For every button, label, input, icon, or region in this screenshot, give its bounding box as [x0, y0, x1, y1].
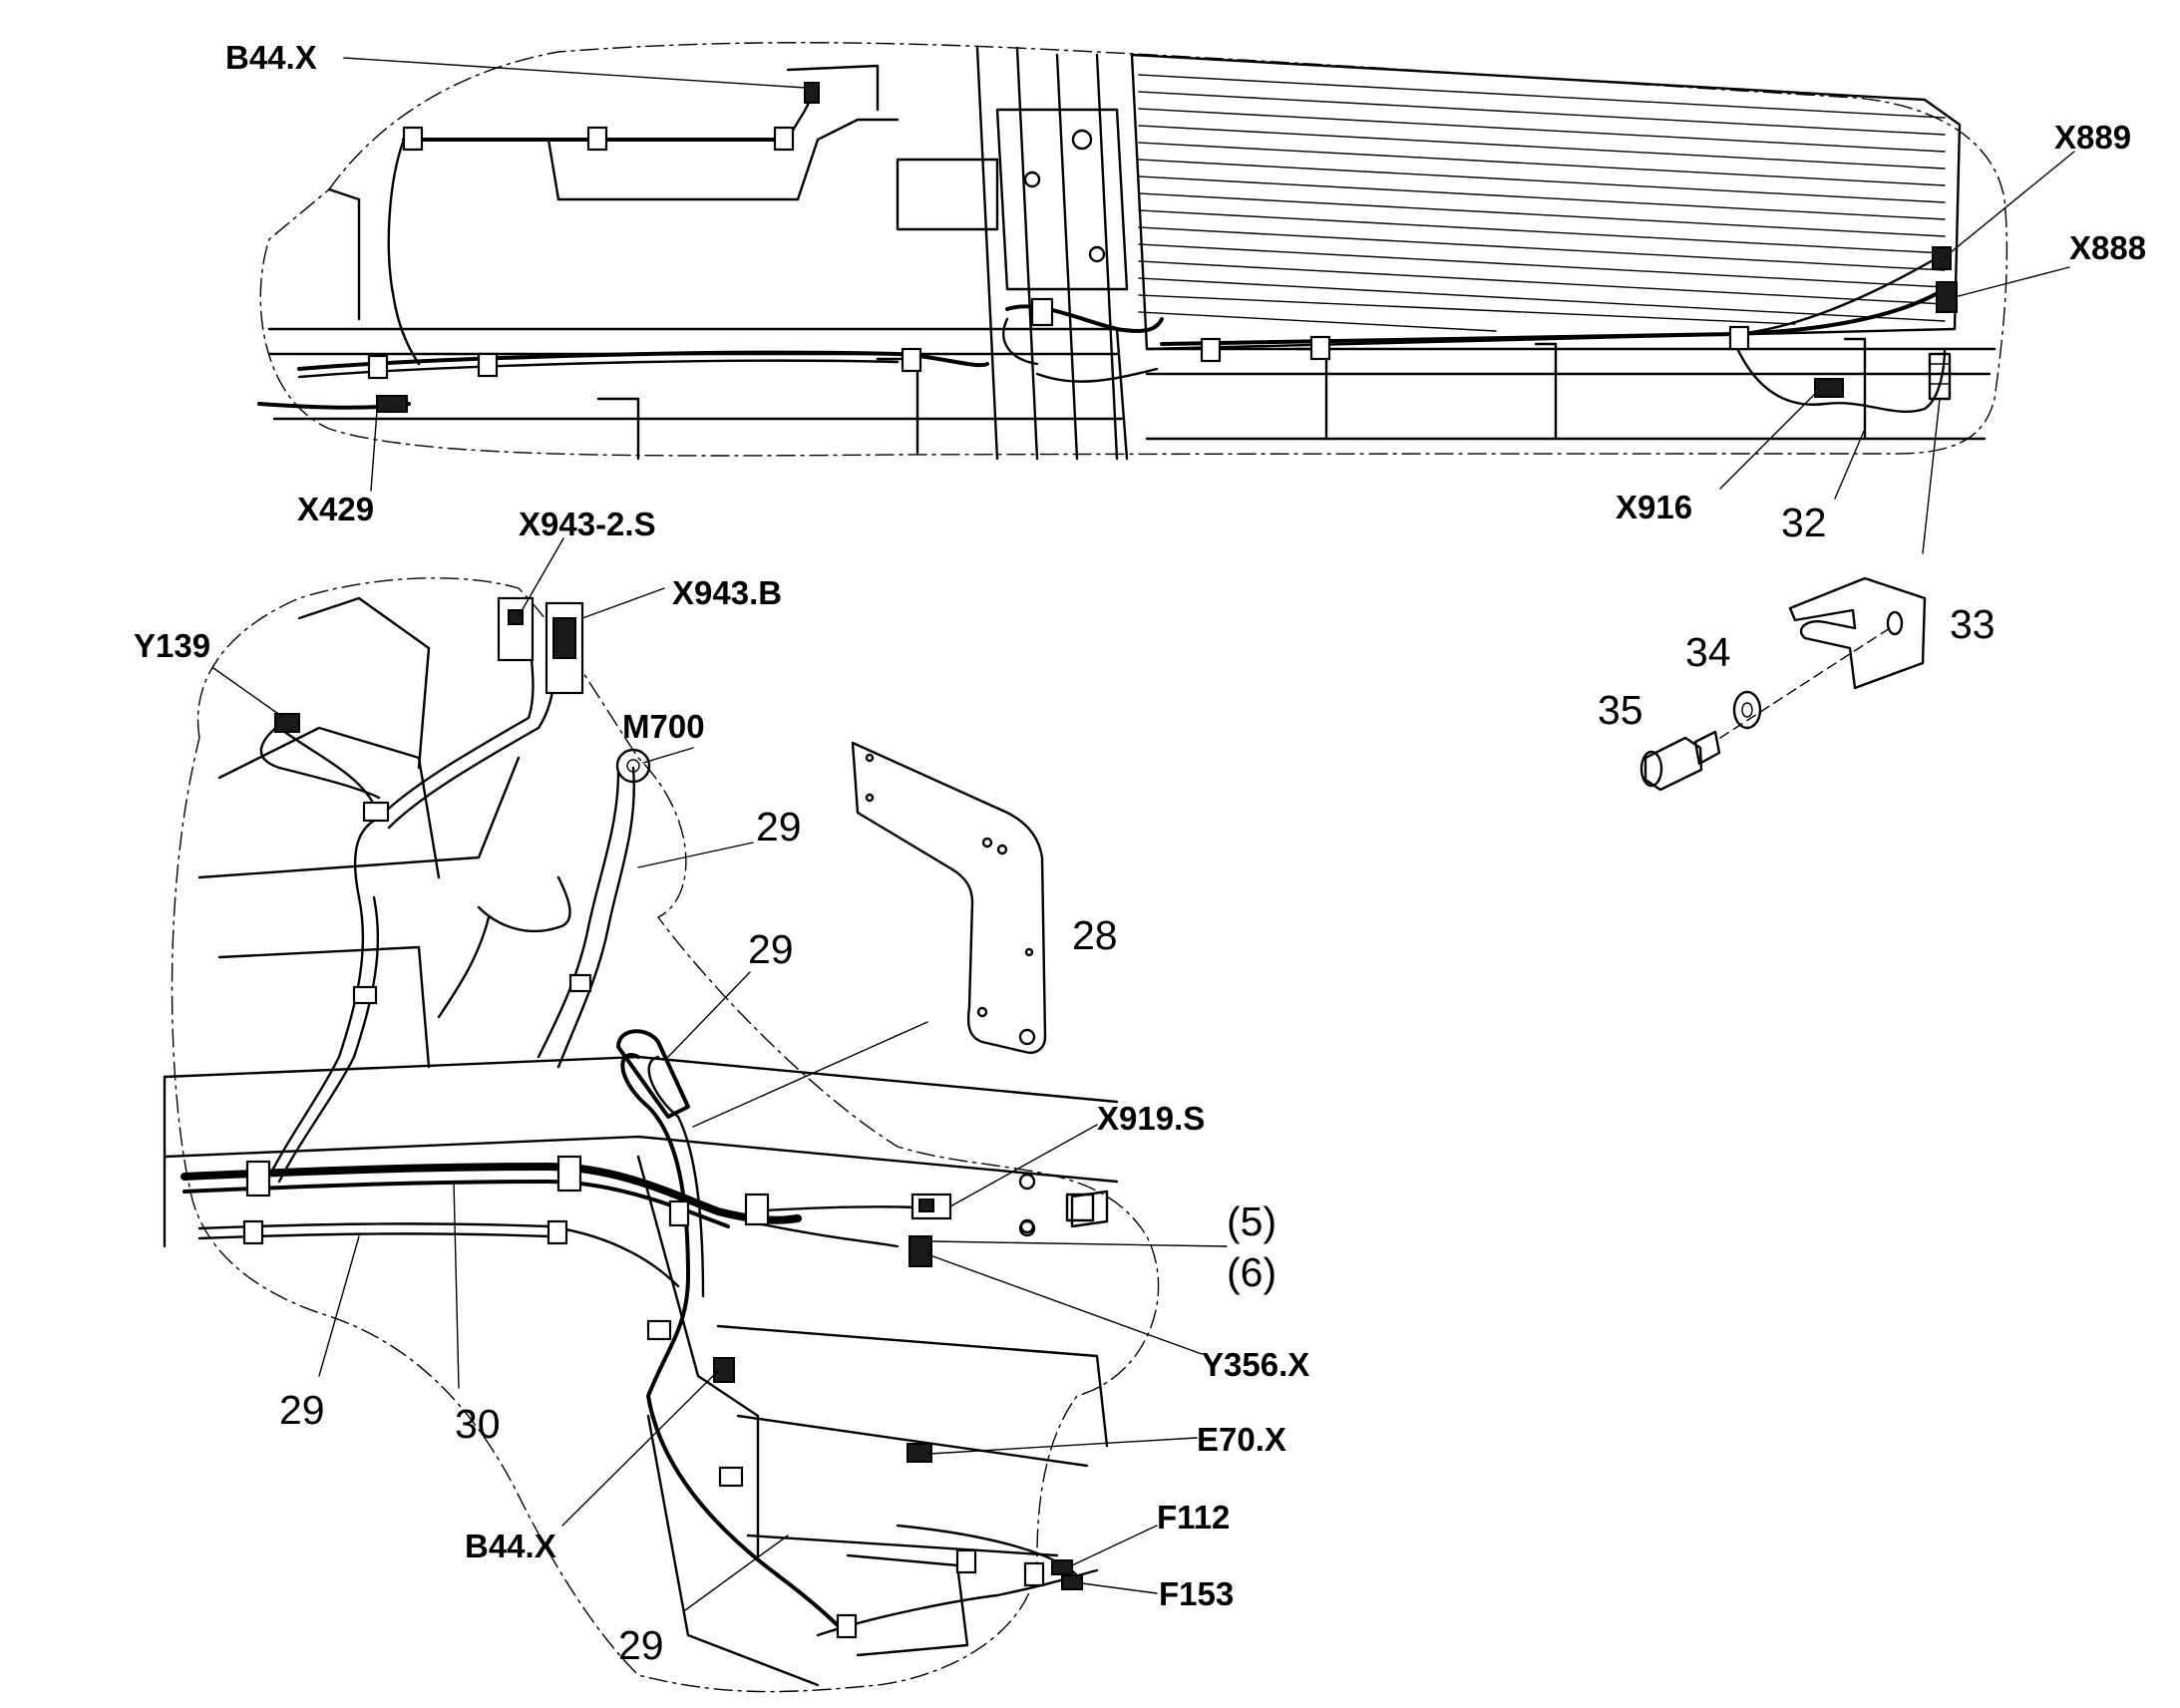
label-f153: F153 [1159, 1575, 1234, 1612]
label-x889: X889 [2054, 119, 2131, 156]
top-connectors [376, 82, 1958, 413]
lower-connectors [274, 596, 1095, 1590]
label-e70x: E70.X [1197, 1421, 1286, 1458]
connector-b44x-bottom [713, 1357, 735, 1383]
bolt-35 [1639, 730, 1721, 792]
label-y139: Y139 [134, 627, 210, 664]
connector-x429 [376, 395, 408, 413]
lower-view: X943-2.S X943.B Y139 M700 X919.S Y356.X … [134, 506, 1309, 1693]
label-b44x-top: B44.X [225, 39, 317, 76]
mounting-hardware: 33 34 35 [1598, 576, 1996, 792]
connector-y356x [908, 1235, 932, 1267]
label-x888: X888 [2069, 229, 2146, 266]
upper-branches [259, 616, 571, 1184]
top-frame-structure [267, 46, 1997, 461]
label-m700: M700 [622, 708, 705, 745]
connector-x916 [1814, 378, 1844, 398]
label-x429: X429 [297, 491, 374, 527]
label-item-33: 33 [1950, 601, 1996, 647]
label-item-29-c: 29 [279, 1387, 325, 1433]
label-item-29-a: 29 [756, 804, 802, 850]
top-harness-clips [367, 126, 1750, 380]
connector-x889 [1932, 246, 1952, 270]
label-item-29-d: 29 [618, 1622, 664, 1668]
label-item-32: 32 [1781, 500, 1827, 545]
connector-x943-2s [497, 596, 535, 662]
lower-leader-lines [212, 537, 1228, 1611]
connector-e70x [907, 1443, 932, 1463]
label-item-6: (6) [1227, 1249, 1276, 1295]
lower-harness-clips [242, 801, 1045, 1639]
label-x916: X916 [1616, 489, 1692, 525]
label-x943b: X943.B [672, 574, 782, 611]
label-b44x-bottom: B44.X [465, 1528, 556, 1564]
connector-b44x-top [804, 82, 820, 104]
plate-28: 28 [692, 741, 1118, 1128]
connector-y139 [274, 713, 300, 733]
connector-f153 [1061, 1574, 1083, 1590]
bracket-33 [1788, 576, 1927, 690]
label-x919s: X919.S [1097, 1100, 1205, 1137]
radiator-block [1130, 53, 1962, 351]
label-y356x: Y356.X [1202, 1346, 1309, 1383]
label-item-29-b: 29 [748, 926, 794, 972]
terminal-m700 [615, 748, 651, 784]
top-view-boundary [259, 42, 2008, 457]
lower-frame-structure [163, 596, 1119, 1687]
label-item-35: 35 [1598, 687, 1643, 733]
top-view: B44.X X889 X888 X429 X916 32 [225, 39, 2146, 554]
washer-34 [1732, 690, 1762, 730]
radiator-fins [1138, 74, 1946, 332]
connector-x888 [1936, 281, 1958, 313]
label-f112: F112 [1157, 1499, 1230, 1536]
label-item-5: (5) [1227, 1198, 1276, 1244]
label-item-30: 30 [455, 1401, 501, 1447]
top-leader-lines [343, 57, 2075, 554]
label-item-28: 28 [1072, 912, 1118, 958]
harness-29 [197, 766, 1099, 1637]
connector-f112 [1051, 1559, 1073, 1575]
label-item-34: 34 [1685, 629, 1731, 675]
sensor-32 [1928, 352, 1952, 401]
label-x943-2s: X943-2.S [519, 506, 656, 542]
